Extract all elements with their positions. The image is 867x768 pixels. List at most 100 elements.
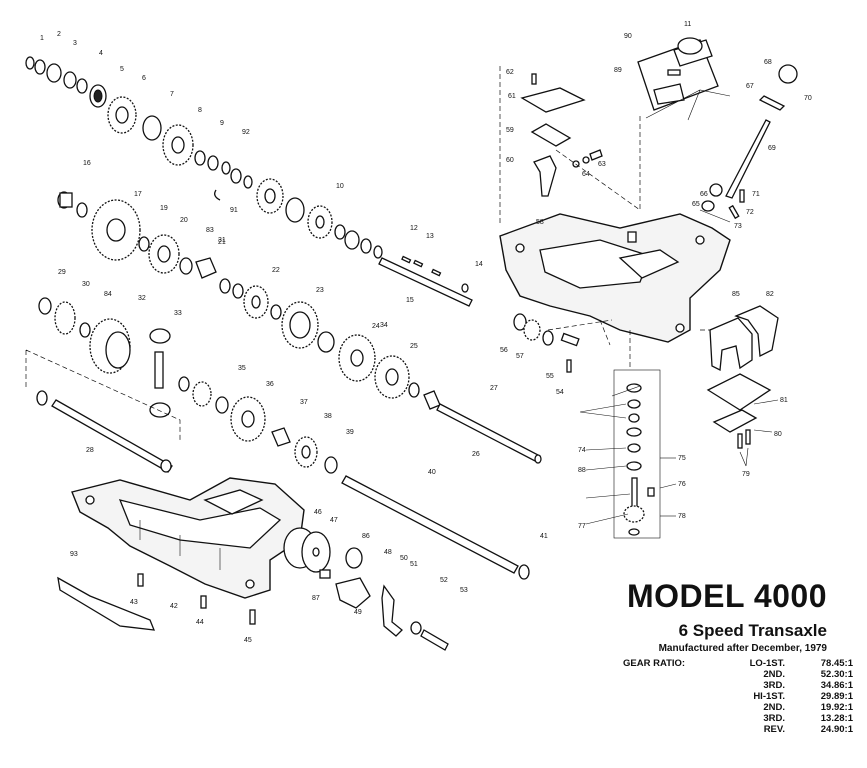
gear-ratio-value: 78.45:1 <box>820 658 853 669</box>
part-label-56: 56 <box>500 347 508 354</box>
part-label-63: 63 <box>598 161 606 168</box>
gear-ratio-row: 2ND. 52.30:1 <box>623 669 853 680</box>
gear-name: LO-1ST. <box>749 658 785 669</box>
part-label-66: 66 <box>700 191 708 198</box>
part-label-93: 93 <box>70 551 78 558</box>
part-label-92: 92 <box>242 129 250 136</box>
gear-ratio-table: GEAR RATIO: LO-1ST. 78.45:1 2ND. 52.30:1… <box>623 658 853 735</box>
part-label-1: 1 <box>40 35 44 42</box>
part-label-57: 57 <box>516 353 524 360</box>
part-label-60: 60 <box>506 157 514 164</box>
part-label-2: 2 <box>57 31 61 38</box>
part-label-29: 29 <box>58 269 66 276</box>
part-label-5: 5 <box>120 66 124 73</box>
gear-name: HI-1ST. <box>753 691 785 702</box>
part-label-47: 47 <box>330 517 338 524</box>
part-label-42: 42 <box>170 603 178 610</box>
part-label-77: 77 <box>578 523 586 530</box>
gear-ratio-row: 3RD. 34.86:1 <box>623 680 853 691</box>
part-label-91: 91 <box>230 207 238 214</box>
part-label-84: 84 <box>104 291 112 298</box>
gear-ratio-value: 13.28:1 <box>820 713 853 724</box>
part-label-12: 12 <box>410 225 418 232</box>
part-label-65: 65 <box>692 201 700 208</box>
gear-ratio-row: GEAR RATIO: LO-1ST. 78.45:1 <box>623 658 853 669</box>
gear-name: REV. <box>763 724 785 735</box>
part-label-69: 69 <box>768 145 776 152</box>
part-label-62: 62 <box>506 69 514 76</box>
part-label-19: 19 <box>160 205 168 212</box>
part-label-33: 33 <box>174 310 182 317</box>
part-label-27: 27 <box>490 385 498 392</box>
part-label-44: 44 <box>196 619 204 626</box>
gear-ratio-value: 24.90:1 <box>820 724 853 735</box>
part-label-58: 58 <box>536 219 544 226</box>
part-label-11: 11 <box>684 21 691 28</box>
part-label-43: 43 <box>130 599 138 606</box>
part-label-61: 61 <box>508 93 516 100</box>
part-label-37: 37 <box>300 399 308 406</box>
part-label-34: 34 <box>380 322 388 329</box>
title-block: MODEL 4000 6 Speed Transaxle Manufacture… <box>567 578 827 656</box>
part-label-28: 28 <box>86 447 94 454</box>
manufacture-note: Manufactured after December, 1979 <box>658 643 827 654</box>
gear-ratio-value: 52.30:1 <box>820 669 853 680</box>
part-label-6: 6 <box>142 75 146 82</box>
part-label-87: 87 <box>312 595 320 602</box>
part-label-89: 89 <box>614 67 622 74</box>
shaft-15 <box>378 255 473 307</box>
third-row-gears <box>38 297 338 474</box>
shift-forks <box>706 305 779 449</box>
part-label-25: 25 <box>410 343 418 350</box>
second-row-gears <box>57 191 441 410</box>
part-label-49: 49 <box>354 609 362 616</box>
part-label-36: 36 <box>266 381 274 388</box>
shaft-40 <box>341 475 530 580</box>
part-label-67: 67 <box>746 83 754 90</box>
part-label-7: 7 <box>170 91 174 98</box>
differential-stack <box>613 369 661 539</box>
part-label-75: 75 <box>678 455 686 462</box>
part-label-15: 15 <box>406 297 414 304</box>
part-label-54: 54 <box>556 389 564 396</box>
part-label-71: 71 <box>752 191 760 198</box>
leader-lines <box>579 385 779 525</box>
gear-ratio-row: 2ND. 19.92:1 <box>623 702 853 713</box>
part-label-50: 50 <box>400 555 408 562</box>
part-label-79: 79 <box>742 471 750 478</box>
part-label-68: 68 <box>764 59 772 66</box>
part-label-73: 73 <box>734 223 742 230</box>
part-label-90: 90 <box>624 33 632 40</box>
gear-ratio-row: 3RD. 13.28:1 <box>623 713 853 724</box>
part-label-9: 9 <box>220 120 224 127</box>
part-label-82: 82 <box>766 291 774 298</box>
part-label-39: 39 <box>346 429 354 436</box>
part-label-81: 81 <box>780 397 788 404</box>
part-label-4: 4 <box>99 50 103 57</box>
part-label-48: 48 <box>384 549 392 556</box>
part-label-38: 38 <box>324 413 332 420</box>
part-label-17: 17 <box>134 191 142 198</box>
shaft-28 <box>25 349 181 473</box>
transaxle-subtitle: 6 Speed Transaxle <box>678 621 827 640</box>
gear-name: 2ND. <box>763 702 785 713</box>
part-label-52: 52 <box>440 577 448 584</box>
part-label-41: 41 <box>540 533 548 540</box>
gear-name: 2ND. <box>763 669 785 680</box>
top-shaft-row <box>25 56 383 259</box>
part-label-13: 13 <box>426 233 434 240</box>
shifter-assembly <box>520 37 798 223</box>
gear-name: 3RD. <box>763 680 785 691</box>
part-label-51: 51 <box>410 561 418 568</box>
part-labels: 1 2 3 4 5 6 7 8 9 10 11 12 13 14 15 16 1… <box>40 21 812 644</box>
part-label-74: 74 <box>578 447 586 454</box>
part-label-64: 64 <box>582 171 590 178</box>
model-title: MODEL 4000 <box>626 578 827 614</box>
gear-ratio-heading: GEAR RATIO: <box>623 658 686 669</box>
lower-housing <box>71 477 305 599</box>
lower-fasteners <box>57 573 256 631</box>
part-label-55: 55 <box>546 373 554 380</box>
part-label-53: 53 <box>460 587 468 594</box>
assembly-guide-lines <box>499 66 712 370</box>
part-label-46: 46 <box>314 509 322 516</box>
